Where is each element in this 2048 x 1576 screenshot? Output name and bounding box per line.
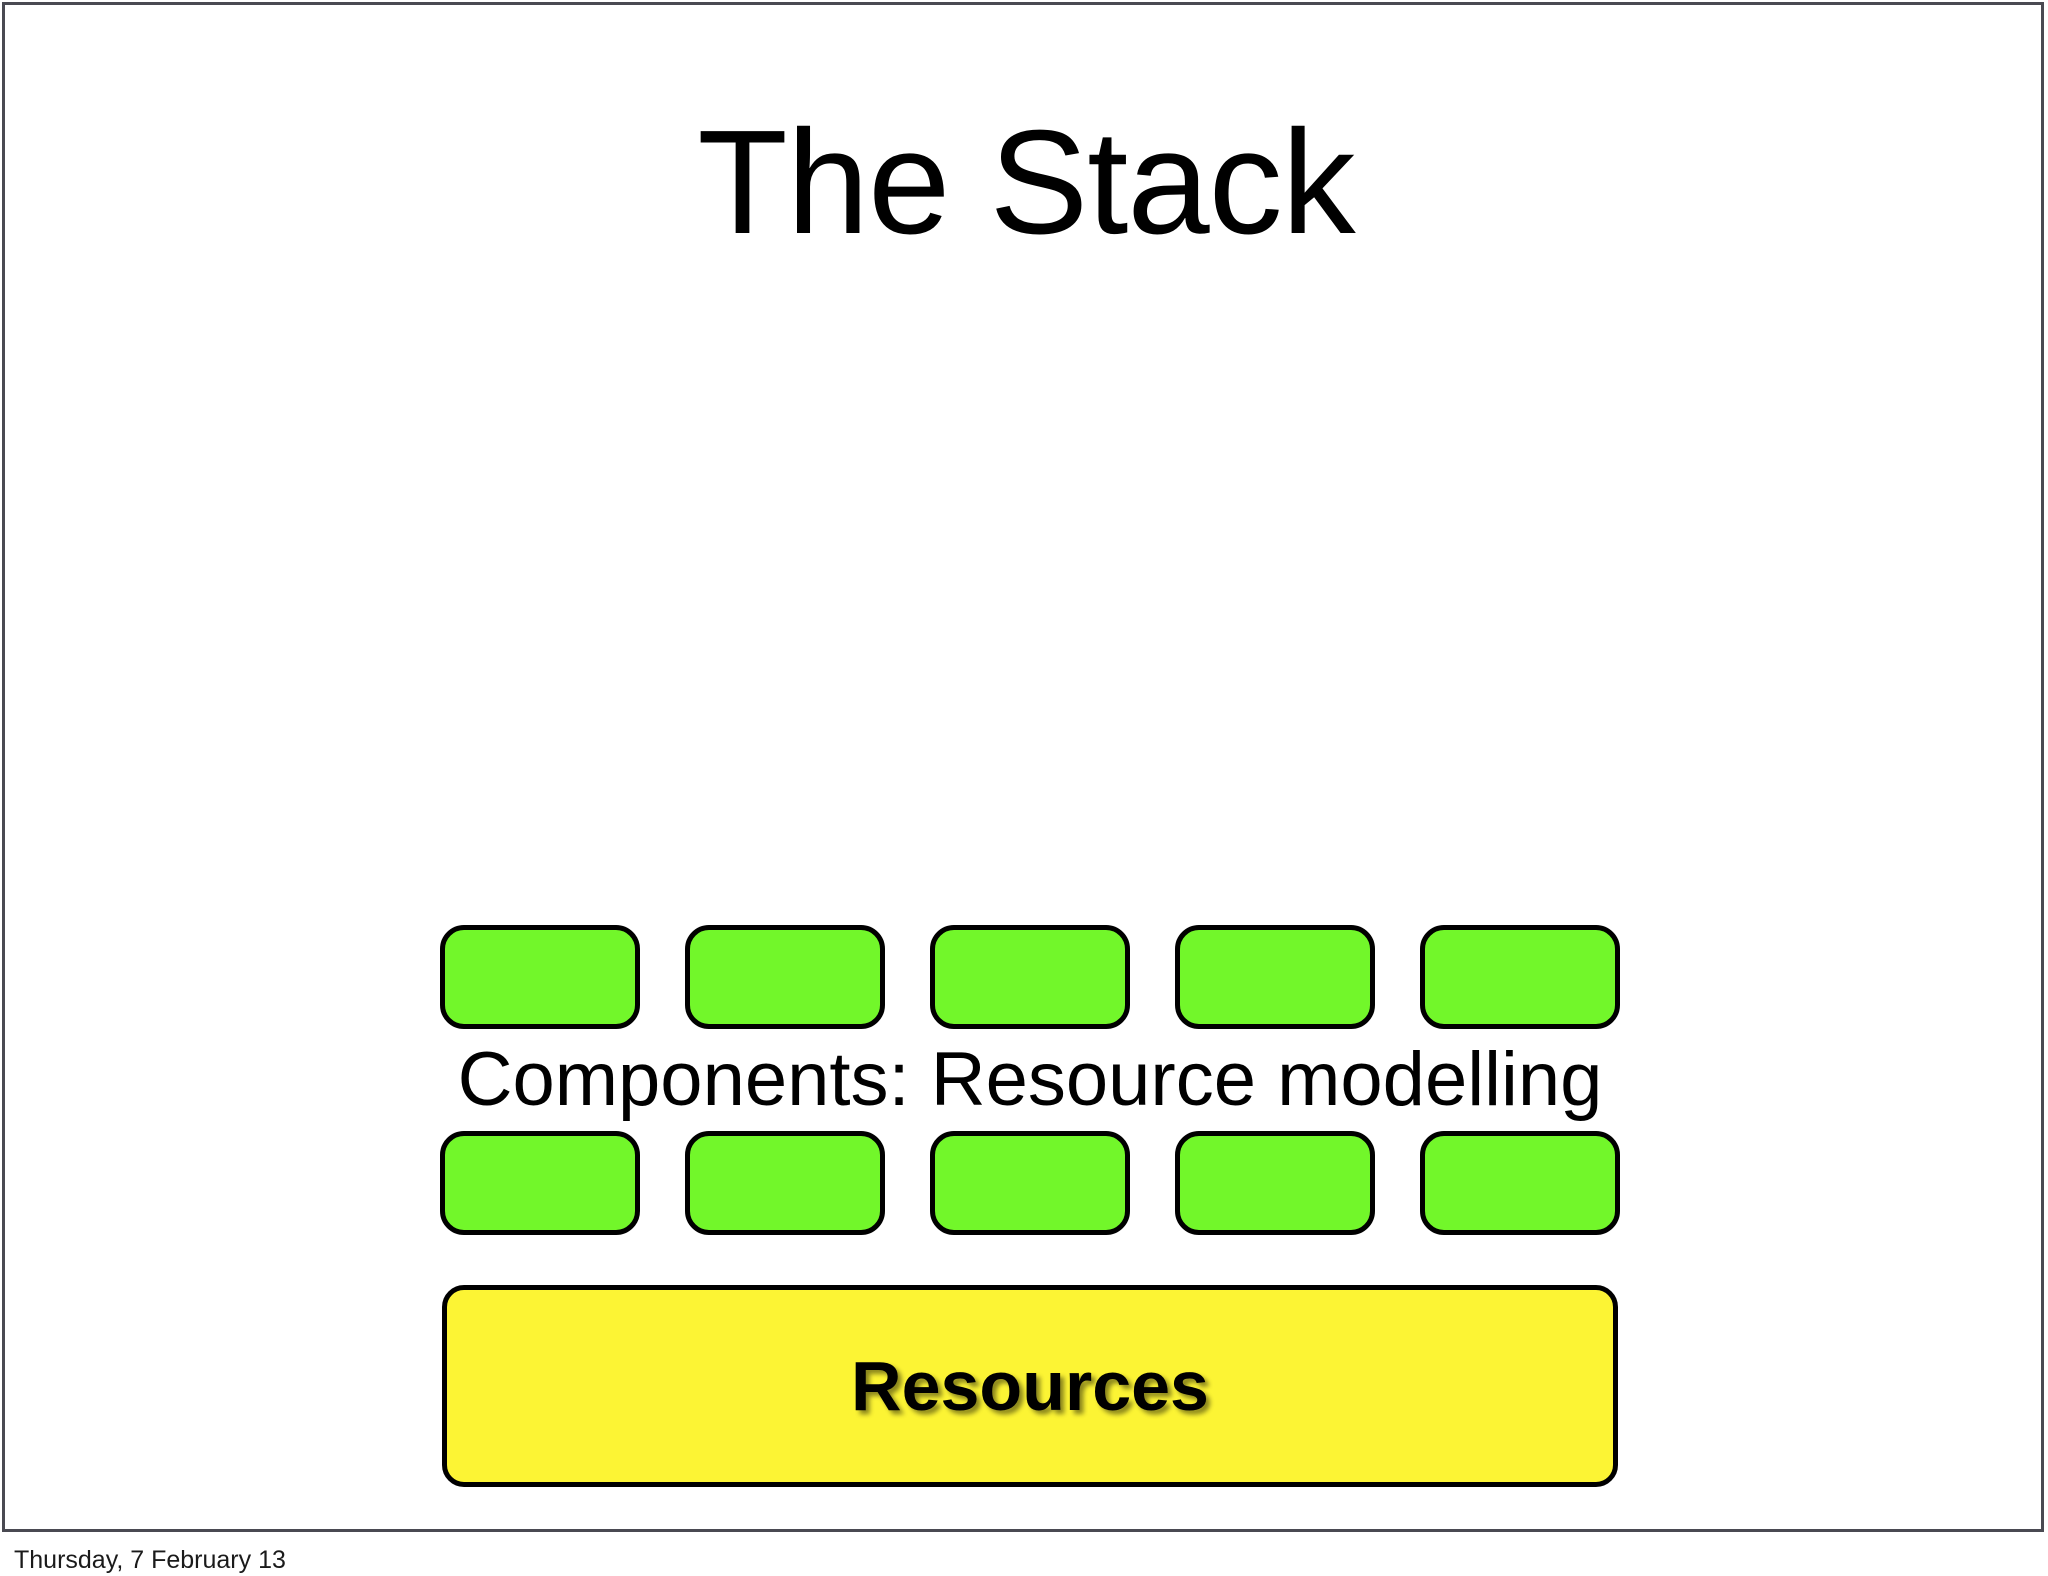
stack-diagram: Components: Resource modelling Resources (440, 923, 1620, 1495)
component-box (1175, 1131, 1375, 1235)
component-box (1420, 925, 1620, 1029)
component-box (1175, 925, 1375, 1029)
component-box (440, 1131, 640, 1235)
component-row-bottom (440, 1129, 1620, 1237)
component-box (930, 1131, 1130, 1235)
component-box (930, 925, 1130, 1029)
component-box (1420, 1131, 1620, 1235)
resources-label: Resources (851, 1347, 1209, 1425)
footer-date: Thursday, 7 February 13 (14, 1546, 286, 1574)
slide-frame: The Stack Components: Resource modelling… (2, 2, 2044, 1532)
component-box (685, 1131, 885, 1235)
components-caption: Components: Resource modelling (457, 1037, 1603, 1122)
component-box (440, 925, 640, 1029)
component-box (685, 925, 885, 1029)
resources-layer: Resources (442, 1285, 1618, 1487)
component-row-top (440, 923, 1620, 1031)
slide-title: The Stack (697, 100, 1355, 265)
